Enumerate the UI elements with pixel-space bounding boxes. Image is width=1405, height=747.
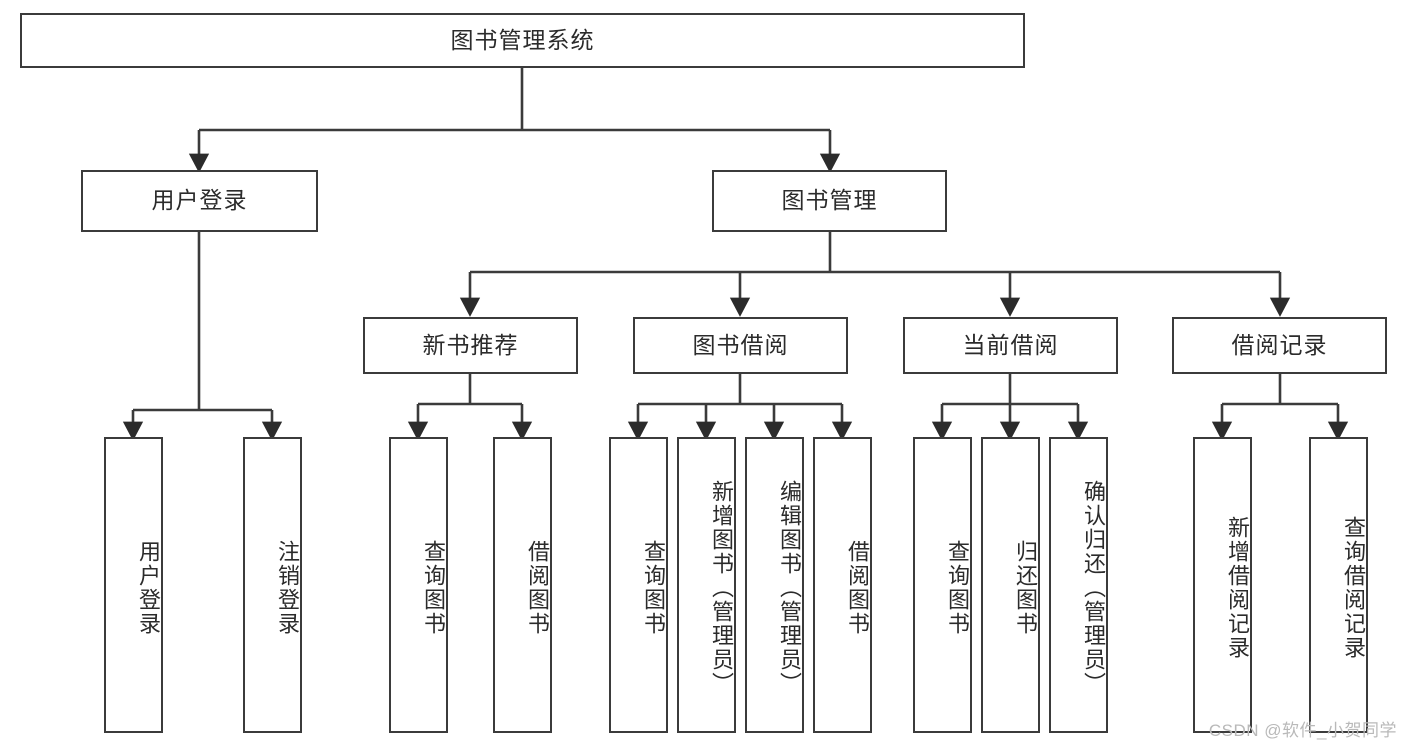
leaf-current-borrow-return-book[interactable]: 归还图书 bbox=[981, 437, 1040, 733]
node-user-login[interactable]: 用户登录 bbox=[81, 170, 318, 232]
leaf-new-book-borrow-book[interactable]: 借阅图书 bbox=[493, 437, 552, 733]
leaf-user-login-logout[interactable]: 注销登录 bbox=[243, 437, 302, 733]
node-new-book-recommend[interactable]: 新书推荐 bbox=[363, 317, 578, 374]
node-borrow-records[interactable]: 借阅记录 bbox=[1172, 317, 1387, 374]
leaf-book-borrow-borrow-book[interactable]: 借阅图书 bbox=[813, 437, 872, 733]
leaf-book-borrow-query-book[interactable]: 查询图书 bbox=[609, 437, 668, 733]
leaf-current-borrow-query-book[interactable]: 查询图书 bbox=[913, 437, 972, 733]
node-book-borrow[interactable]: 图书借阅 bbox=[633, 317, 848, 374]
leaf-current-borrow-confirm-return-admin[interactable]: 确认归还（管理员） bbox=[1049, 437, 1108, 733]
leaf-book-borrow-edit-book-admin[interactable]: 编辑图书（管理员） bbox=[745, 437, 804, 733]
node-book-management[interactable]: 图书管理 bbox=[712, 170, 947, 232]
leaf-borrow-records-query-record[interactable]: 查询借阅记录 bbox=[1309, 437, 1368, 733]
node-root-book-management-system[interactable]: 图书管理系统 bbox=[20, 13, 1025, 68]
node-current-borrow[interactable]: 当前借阅 bbox=[903, 317, 1118, 374]
leaf-borrow-records-add-record[interactable]: 新增借阅记录 bbox=[1193, 437, 1252, 733]
leaf-new-book-query-book[interactable]: 查询图书 bbox=[389, 437, 448, 733]
leaf-user-login-login[interactable]: 用户登录 bbox=[104, 437, 163, 733]
watermark-text: CSDN @软件_小贺同学 bbox=[1208, 721, 1397, 740]
leaf-book-borrow-add-book-admin[interactable]: 新增图书（管理员） bbox=[677, 437, 736, 733]
